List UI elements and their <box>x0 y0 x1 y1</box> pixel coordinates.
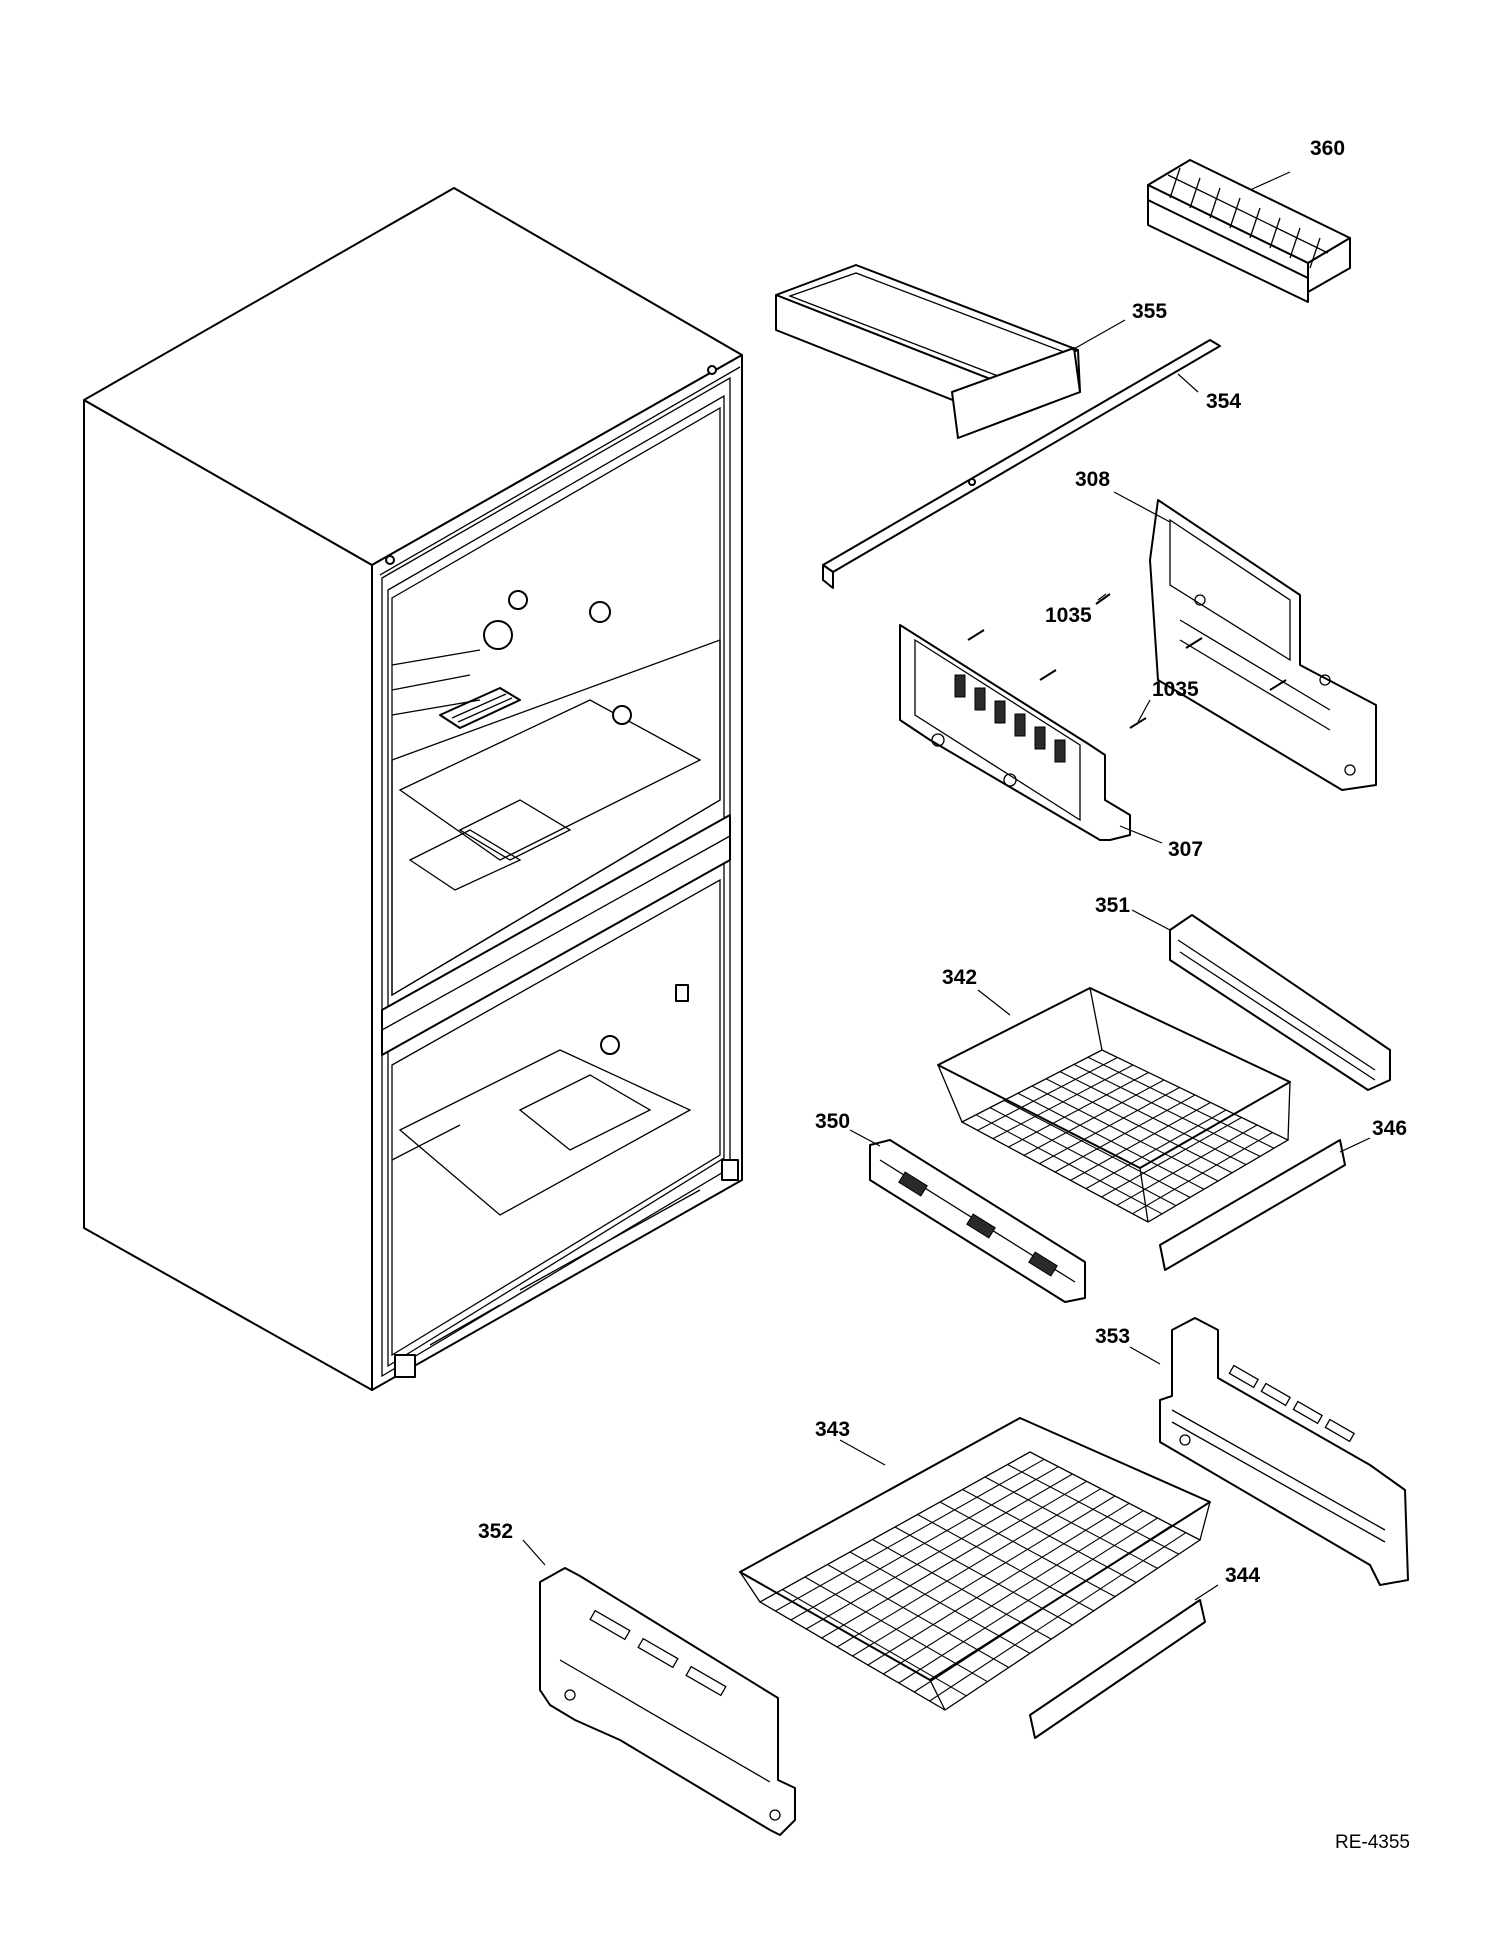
freezer-pan-355 <box>775 264 1081 439</box>
label-353: 353 <box>1095 1325 1130 1348</box>
slide-rail-354 <box>822 339 1221 589</box>
label-351: 351 <box>1095 894 1130 917</box>
refrigerator-cabinet <box>83 187 743 1391</box>
ice-tray-360 <box>1147 159 1351 303</box>
slide-right-351 <box>1169 914 1391 1091</box>
label-342: 342 <box>942 966 977 989</box>
label-343: 343 <box>815 1418 850 1441</box>
support-left-352 <box>539 1567 796 1836</box>
label-354: 354 <box>1206 390 1241 413</box>
wire-basket-343 <box>739 1417 1211 1711</box>
support-right-353 <box>1159 1317 1409 1586</box>
screws-1035 <box>967 593 1287 729</box>
support-left-307 <box>899 624 1131 841</box>
label-307: 307 <box>1168 838 1203 861</box>
label-346: 346 <box>1372 1117 1407 1140</box>
label-360: 360 <box>1310 137 1345 160</box>
slide-left-350 <box>869 1139 1086 1303</box>
label-344: 344 <box>1225 1564 1260 1587</box>
label-350: 350 <box>815 1110 850 1133</box>
leader-lines <box>522 171 1371 1601</box>
part-labels: 360 355 354 308 1035 1035 307 351 342 35… <box>478 137 1407 1587</box>
reference-code: RE-4355 <box>1335 1832 1410 1853</box>
label-1035-upper: 1035 <box>1045 604 1092 627</box>
label-352: 352 <box>478 1520 513 1543</box>
label-308: 308 <box>1075 468 1110 491</box>
wire-basket-342 <box>937 987 1291 1223</box>
label-1035-lower: 1035 <box>1152 678 1199 701</box>
label-355: 355 <box>1132 300 1167 323</box>
support-right-308 <box>1149 499 1377 791</box>
basket-trim-346 <box>1159 1139 1346 1271</box>
basket-trim-344 <box>1029 1599 1206 1739</box>
